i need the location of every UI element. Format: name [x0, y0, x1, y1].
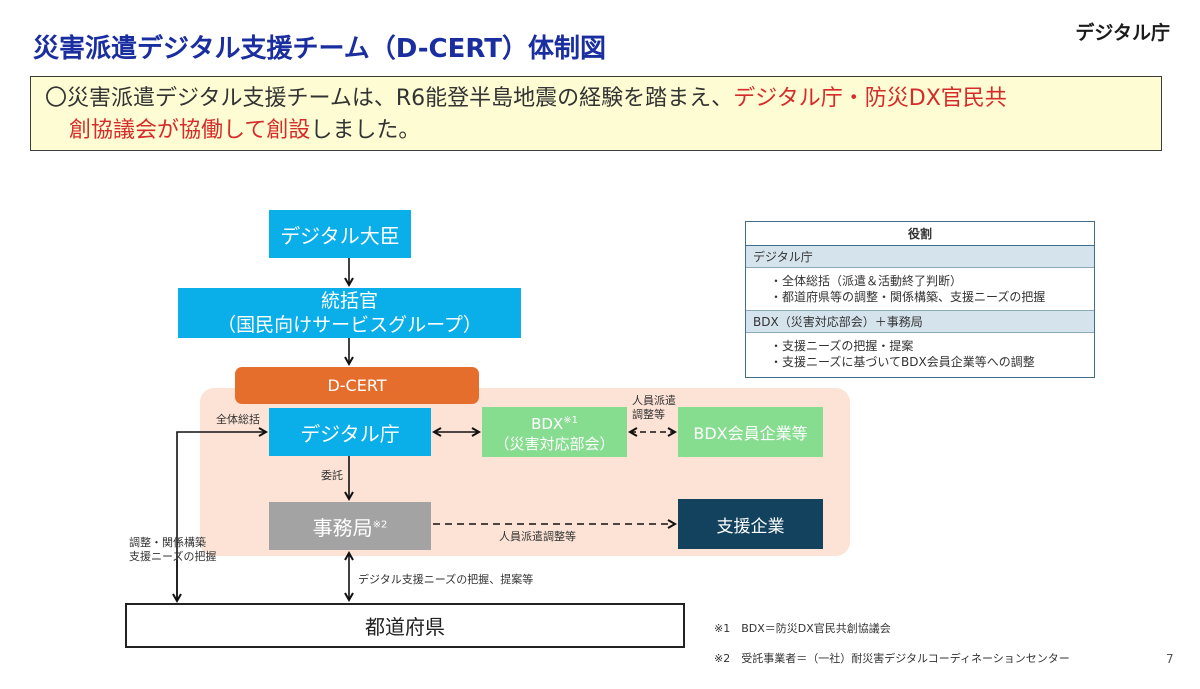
footnote-1: ※1 BDX＝防災DX官民共創協議会 [714, 622, 891, 635]
footnote-2: ※2 受託事業者＝（一社）耐災害デジタルコーディネーションセンター [714, 652, 1070, 665]
roles-section-items: ・支援ニーズの把握・提案 ・支援ニーズに基づいてBDX会員企業等への調整 [746, 333, 1094, 375]
box-bdx-members: BDX会員企業等 [678, 407, 823, 457]
box-label: 支援企業 [716, 516, 785, 537]
box-bdx: BDX※1 （災害対応部会） [482, 407, 627, 457]
roles-section-header: BDX（災害対応部会）＋事務局 [746, 311, 1094, 333]
label-overall: 全体総括 [216, 413, 260, 426]
agency-logo-text: デジタル庁 [1075, 22, 1170, 44]
box-sublabel: （災害対応部会） [494, 434, 615, 453]
footnote-ref: ※1 [563, 414, 578, 426]
summary-text: しました。 [310, 118, 421, 143]
box-label: BDX会員企業等 [693, 424, 808, 443]
label-digital-needs: デジタル支援ニーズの把握、提案等 [358, 573, 534, 586]
summary-line-2: 創協議会が協働して創設しました。 [45, 115, 1151, 147]
label-staff-dispatch-1: 人員派遣 [632, 394, 676, 407]
box-digital-minister: デジタル大臣 [269, 210, 411, 258]
page-title: 災害派遣デジタル支援チーム（D-CERT）体制図 [33, 34, 606, 64]
footnote-ref: ※2 [372, 518, 388, 530]
summary-box: 〇災害派遣デジタル支援チームは、R6能登半島地震の経験を踏まえ、デジタル庁・防災… [30, 76, 1162, 151]
box-director-general: 統括官 （国民向けサービスグループ） [178, 288, 521, 338]
box-support-companies: 支援企業 [678, 499, 823, 549]
box-secretariat: 事務局※2 [269, 502, 431, 550]
label-commission: 委託 [321, 469, 343, 482]
box-label: 都道府県 [365, 615, 445, 639]
page-number: 7 [1166, 652, 1174, 666]
box-label: デジタル庁 [300, 421, 400, 446]
summary-highlight: 創協議会が協働して創設 [69, 118, 311, 143]
box-label: 統括官 [320, 290, 378, 312]
summary-line-1: 〇災害派遣デジタル支援チームは、R6能登半島地震の経験を踏まえ、デジタル庁・防災… [45, 83, 1151, 115]
box-sublabel: （国民向けサービスグループ） [217, 314, 482, 336]
box-label: BDX [531, 414, 564, 433]
box-prefectures: 都道府県 [125, 603, 685, 648]
roles-section-header: デジタル庁 [746, 246, 1094, 268]
label-staff-dispatch-2: 調整等 [632, 408, 665, 421]
roles-table: 役割 デジタル庁 ・全体総括（派遣＆活動終了判断） ・都道府県等の調整・関係構築… [745, 221, 1095, 378]
box-label: 事務局 [312, 515, 373, 540]
roles-item: ・支援ニーズに基づいてBDX会員企業等への調整 [770, 355, 1035, 369]
label-staff-dispatch-coord: 人員派遣調整等 [499, 530, 576, 543]
summary-highlight: デジタル庁・防災DX官民共 [733, 86, 1007, 111]
box-digital-agency: デジタル庁 [269, 408, 431, 456]
roles-item: ・全体総括（派遣＆活動終了判断） [770, 274, 963, 288]
label-coordination-1: 調整・関係構築 [129, 536, 206, 549]
box-label: デジタル大臣 [280, 223, 400, 248]
box-dcert: D-CERT [235, 367, 479, 404]
roles-heading: 役割 [746, 222, 1094, 246]
label-coordination-2: 支援ニーズの把握 [129, 550, 217, 563]
roles-section-items: ・全体総括（派遣＆活動終了判断） ・都道府県等の調整・関係構築、支援ニーズの把握 [746, 268, 1094, 311]
summary-text: 〇災害派遣デジタル支援チームは、R6能登半島地震の経験を踏まえ、 [45, 86, 734, 111]
roles-item: ・都道府県等の調整・関係構築、支援ニーズの把握 [770, 290, 1046, 304]
roles-item: ・支援ニーズの把握・提案 [770, 339, 914, 353]
box-label: D-CERT [327, 376, 387, 395]
